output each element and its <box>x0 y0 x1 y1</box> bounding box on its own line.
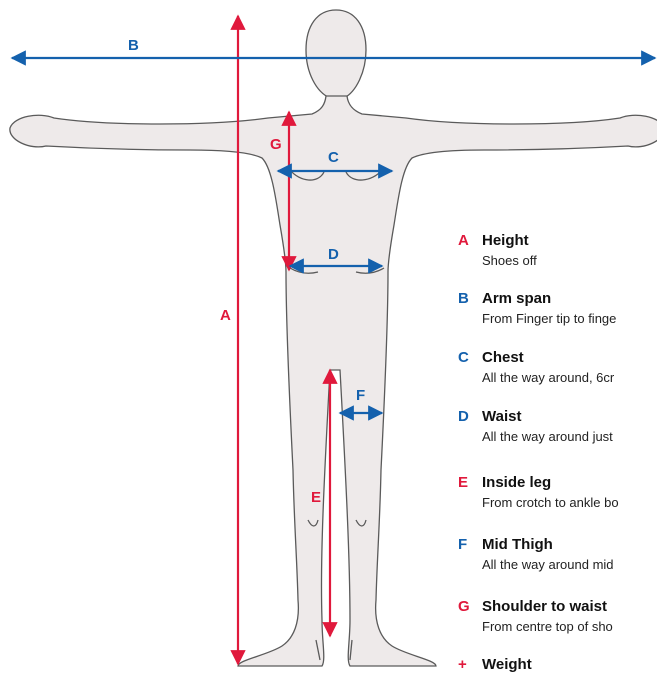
label-a: A <box>220 307 231 324</box>
head <box>306 10 366 98</box>
label-b: B <box>128 37 139 54</box>
label-c: C <box>328 149 339 166</box>
torso-and-arms <box>10 96 657 666</box>
label-f: F <box>356 387 365 404</box>
label-g: G <box>270 136 282 153</box>
label-e: E <box>311 489 321 506</box>
label-d: D <box>328 246 339 263</box>
human-silhouette <box>10 10 657 666</box>
